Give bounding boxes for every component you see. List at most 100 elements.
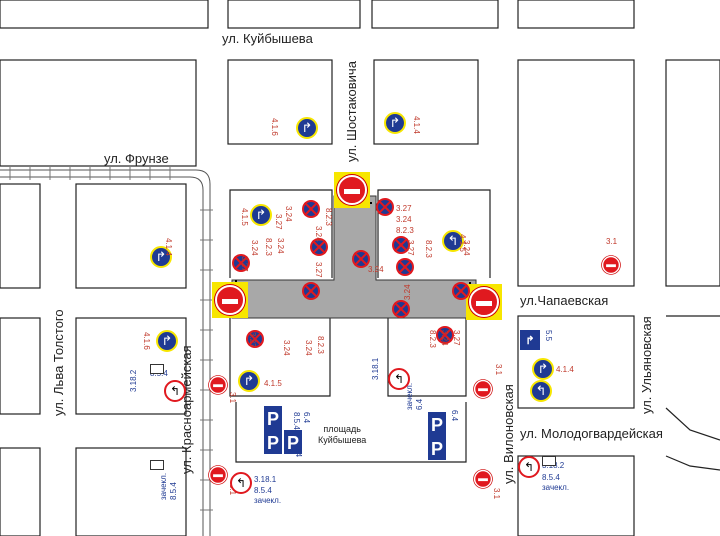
plate-label: 8.5.4 <box>254 486 272 495</box>
parking-icon: P <box>284 430 302 454</box>
square-block <box>235 402 467 463</box>
parking-icon: P <box>264 430 282 454</box>
no-entry-icon <box>208 465 228 485</box>
no-entry-icon <box>215 285 245 315</box>
no-stopping-icon <box>436 326 454 344</box>
no-turn-icon: ↰ <box>164 380 186 402</box>
parking-icon: P <box>428 412 446 436</box>
no-stopping-icon <box>392 236 410 254</box>
parking-icon: P <box>264 406 282 430</box>
sign-label: зачекл. <box>405 382 414 410</box>
block <box>75 317 187 415</box>
no-stopping-icon <box>452 282 470 300</box>
sign-label: 3.27 <box>274 214 283 230</box>
street-molodogvardeiskaya: ул. Молодогвардейская <box>520 426 663 441</box>
direction-sign-icon: ↱ <box>532 358 554 380</box>
plate-icon <box>150 364 164 374</box>
street-kuibysheva: ул. Куйбышева <box>222 31 313 46</box>
plate-label: 8.5.4 <box>542 473 560 482</box>
block <box>0 317 41 415</box>
no-stopping-icon <box>352 250 370 268</box>
sign-label: 6.4 <box>450 410 459 422</box>
sign-label: 4.1.4 <box>556 365 574 374</box>
sign-label: 4.1.6 <box>270 118 279 136</box>
no-stopping-icon <box>310 238 328 256</box>
sign-label: 3.1 <box>606 237 618 246</box>
no-turn-icon: ↰ <box>230 472 252 494</box>
street-vilonovskaya: ул. Вилоновская <box>501 384 516 484</box>
sign-label: 3.1 <box>494 364 503 376</box>
railway-ties <box>9 167 213 511</box>
block <box>517 315 635 409</box>
sign-label: 5.5 <box>544 330 553 342</box>
sign-label: 3.18.2 <box>129 369 138 392</box>
sign-label: 4.1.6 <box>142 332 151 350</box>
sign-label: 3.1 <box>228 392 237 404</box>
plate-icon <box>150 460 164 470</box>
sign-label: 4.1.4 <box>164 238 173 256</box>
no-turn-icon: ↰ <box>518 456 540 478</box>
block <box>0 183 41 289</box>
block <box>229 189 333 278</box>
sign-label: 8.2.3 <box>264 238 273 256</box>
sign-label: 3.24 <box>403 284 412 300</box>
square-label-line2: Куйбышева <box>318 434 367 445</box>
plate-label: 8.5.4 <box>169 482 178 500</box>
square-label: площадь Куйбышева <box>318 424 366 446</box>
sign-label: 3.24 <box>396 215 412 224</box>
block <box>227 59 333 145</box>
block <box>517 455 635 536</box>
street-frunze: ул. Фрунзе <box>104 151 169 166</box>
sign-label: 8.2.3 <box>396 226 414 235</box>
sign-label: 3.18.1 <box>371 357 380 380</box>
block <box>0 447 41 536</box>
sign-label: 3.24 <box>276 238 285 254</box>
sign-label: 3.27 <box>314 262 323 278</box>
sign-label: 8.5.4 <box>292 412 301 430</box>
block <box>373 59 479 145</box>
sign-label: 3.27 <box>396 204 412 213</box>
no-entry-icon <box>473 469 493 489</box>
sign-label: 4.1.5 <box>458 234 467 252</box>
sign-label: 3.27 <box>406 240 415 256</box>
sign-label: 3.24 <box>284 206 293 222</box>
street-ulyanovskaya: ул. Ульяновская <box>639 316 654 414</box>
block <box>371 0 499 29</box>
sign-label: 3.24 <box>304 340 313 356</box>
sign-label: 3.18.1 <box>254 475 277 484</box>
street-shostakovicha: ул. Шостаковича <box>344 61 359 162</box>
no-entry-icon <box>601 255 621 275</box>
central-blocks <box>229 189 491 463</box>
square-label-line1: площадь <box>323 424 361 434</box>
plate-label: зачекл. <box>542 483 570 492</box>
block-edge <box>665 455 720 471</box>
block <box>377 189 491 278</box>
no-turn-icon: ↰ <box>388 368 410 390</box>
sign-label: 3.24 <box>282 340 291 356</box>
sign-label: 3.24 <box>440 330 449 346</box>
no-stopping-icon <box>302 282 320 300</box>
no-stopping-icon <box>376 198 394 216</box>
sign-label: 4.1.5 <box>240 208 249 226</box>
street-lva-tolstogo: ул. Льва Толстого <box>51 309 66 416</box>
direction-sign-icon: ↱ <box>150 246 172 268</box>
sign-label: 3.27 <box>452 330 461 346</box>
plate-icon <box>542 456 556 466</box>
no-entry-icon <box>337 175 367 205</box>
sign-label: 8.2.3 <box>428 330 437 348</box>
no-entry-icon <box>473 379 493 399</box>
sign-label: 3.1 <box>492 488 501 500</box>
direction-sign-icon: ↱ <box>156 330 178 352</box>
block <box>0 0 209 29</box>
no-stopping-icon <box>392 300 410 318</box>
sign-label: 4.1.5 <box>264 379 282 388</box>
block <box>229 318 331 397</box>
block <box>517 59 635 287</box>
sign-label: 6.4 <box>415 398 424 410</box>
sign-label: 3.27 <box>248 332 257 348</box>
no-stopping-icon <box>396 258 414 276</box>
block <box>0 59 197 167</box>
sign-label: 8.2.3 <box>324 208 333 226</box>
